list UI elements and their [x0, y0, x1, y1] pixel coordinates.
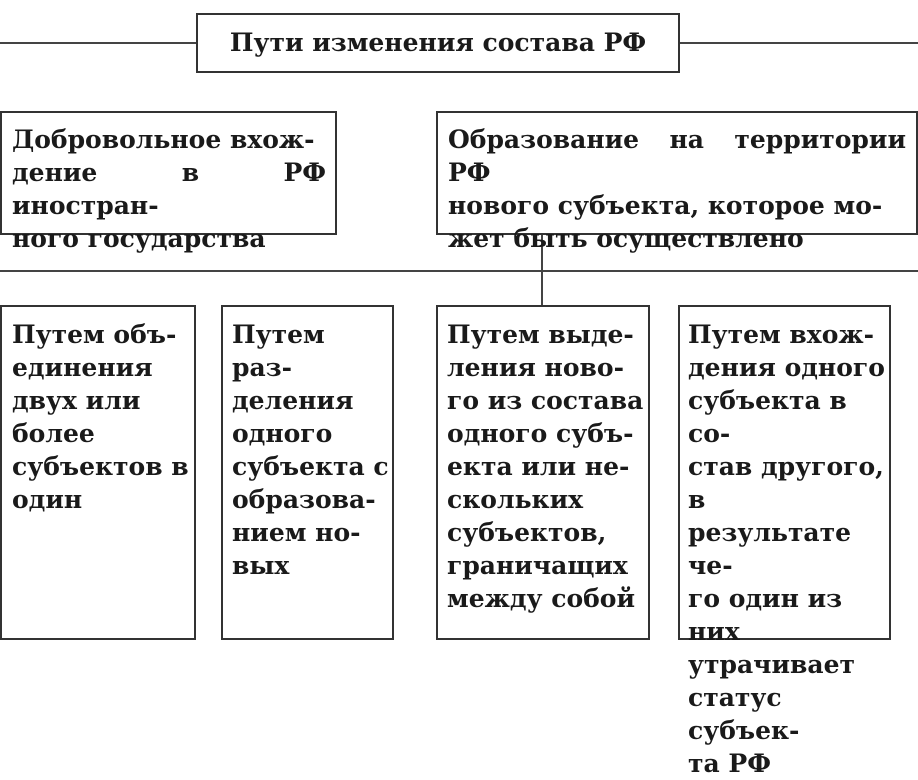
top-connector-right — [679, 42, 918, 44]
method-box-incorporation — [678, 305, 891, 640]
way-voluntary-entry-text: Добровольное вхож- дение в РФ иностран- … — [12, 125, 326, 253]
vertical-connector — [541, 233, 543, 305]
method-division-text: Путем раз- деления одного субъекта с обр… — [232, 320, 389, 580]
way-new-subject-text: Образование на территории РФ нового субъ… — [448, 125, 906, 253]
method-box-division — [221, 305, 394, 640]
top-connector-left — [0, 42, 197, 44]
diagram: Пути изменения состава РФ Добровольное в… — [0, 13, 918, 778]
middle-horizontal-connector — [0, 270, 918, 272]
method-incorporation-text: Путем вхож- дения одного субъекта в со- … — [688, 320, 885, 778]
way-box-new-subject — [436, 111, 918, 235]
root-title: Пути изменения состава РФ — [229, 28, 647, 57]
method-box-separation — [436, 305, 650, 640]
root-box — [196, 13, 680, 73]
method-box-merge — [0, 305, 196, 640]
method-separation-text: Путем выде- ления ново- го из состава од… — [447, 320, 644, 613]
way-box-voluntary-entry — [0, 111, 337, 235]
method-merge-text: Путем объ- единения двух или более субъе… — [12, 320, 189, 514]
